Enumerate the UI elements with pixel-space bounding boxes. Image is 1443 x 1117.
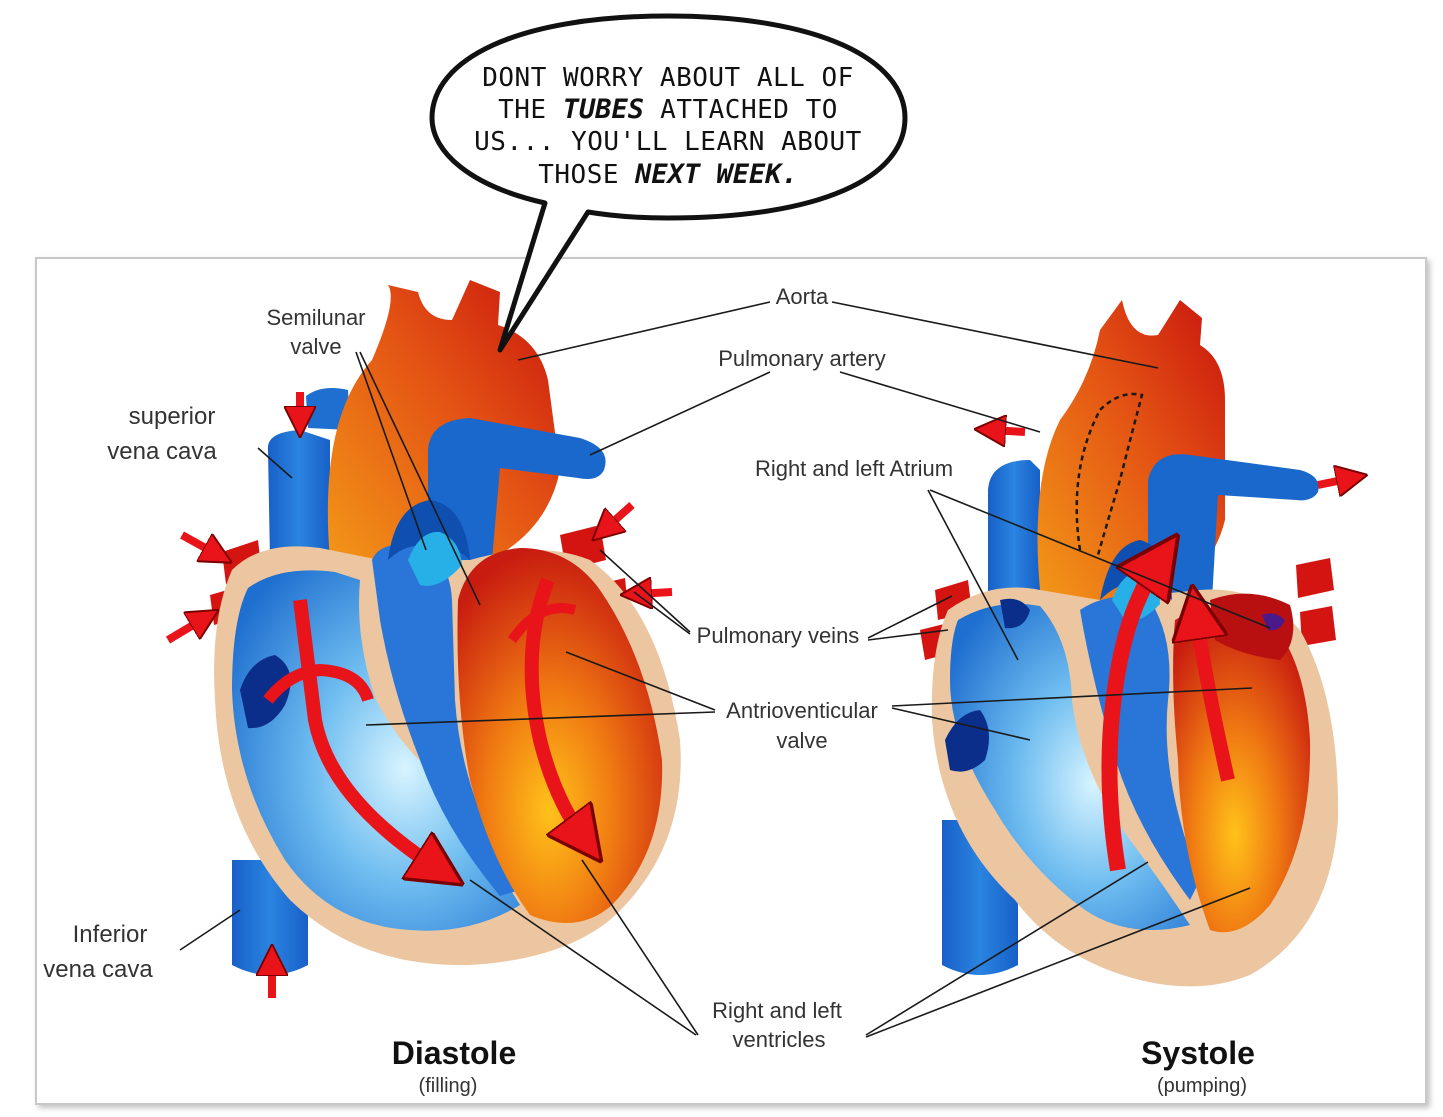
ventricles-label-1: Right and left [712, 998, 842, 1023]
bubble-line-4-em: NEXT WEEK. [634, 159, 798, 190]
bubble-line-4-pre: THOSE [538, 160, 635, 190]
bubble-line-4: THOSE NEXT WEEK. [538, 159, 797, 190]
systole-subtitle: (pumping) [1157, 1075, 1247, 1097]
bubble-line-2-pre: THE [498, 95, 563, 125]
diastole-subtitle: (filling) [419, 1075, 478, 1097]
bubble-line-3: US... YOU'LL LEARN ABOUT [474, 127, 862, 157]
bubble-line-2-post: ATTACHED TO [644, 95, 838, 125]
pulmonary-veins-label: Pulmonary veins [697, 623, 860, 648]
bubble-line-2-em: TUBES [563, 94, 644, 125]
aorta-label: Aorta [776, 284, 829, 309]
bubble-line-1: DONT WORRY ABOUT ALL OF [482, 63, 854, 93]
bubble-line-2: THE TUBES ATTACHED TO [498, 94, 838, 125]
atrium-label: Right and left Atrium [755, 456, 953, 481]
pulmonary-artery-label: Pulmonary artery [718, 346, 886, 371]
semilunar-label-1: Semilunar [266, 305, 365, 330]
outflow-arrow-aorta [990, 430, 1025, 432]
inflow-arrow-4 [636, 592, 672, 594]
ventricles-label-2: ventricles [733, 1027, 826, 1052]
av-valve-label-1: Antrioventicular [726, 698, 878, 723]
inferior-vena-cava-label-2: vena cava [43, 956, 153, 983]
superior-vena-cava-label-1: superior [129, 403, 216, 430]
inferior-vena-cava-label-1: Inferior [73, 921, 148, 948]
diastole-title: Diastole [392, 1035, 516, 1071]
systole-title: Systole [1141, 1035, 1255, 1071]
semilunar-label-2: valve [290, 334, 341, 359]
superior-vena-cava-left [268, 430, 330, 560]
av-valve-label-2: valve [776, 728, 827, 753]
superior-vena-cava-label-2: vena cava [107, 438, 217, 465]
